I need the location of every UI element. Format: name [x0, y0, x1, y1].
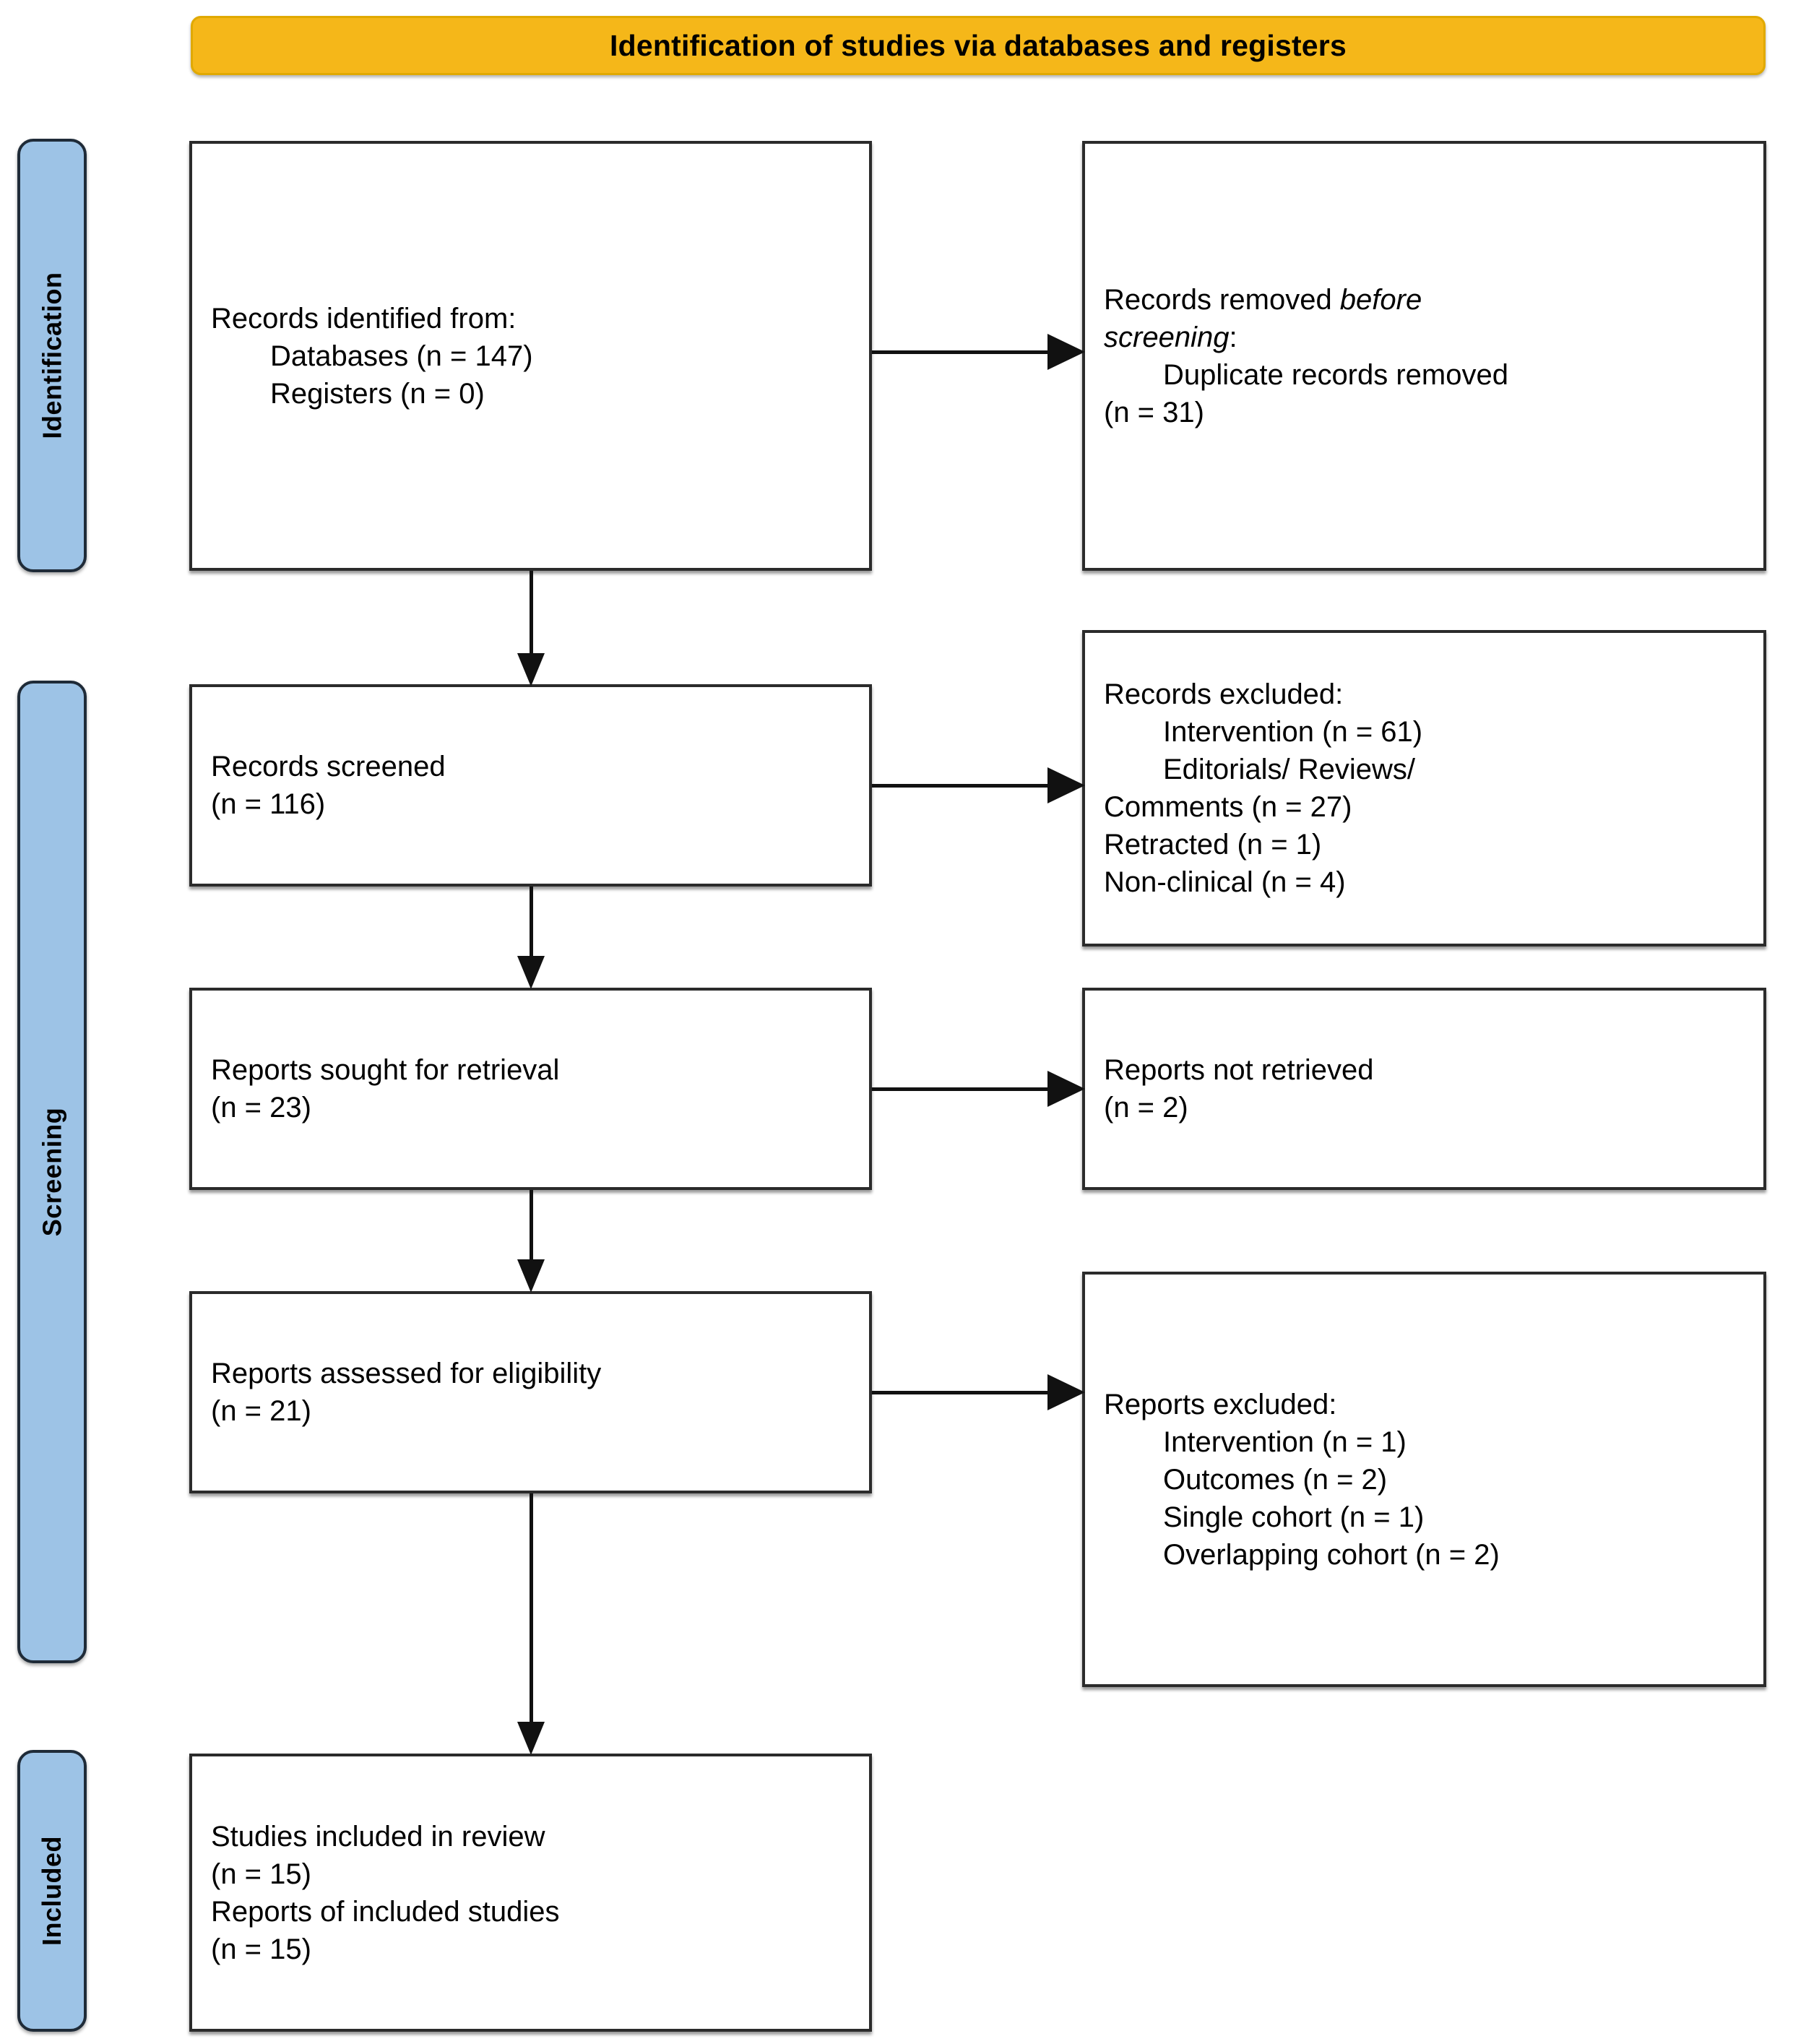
- arrow-head: [517, 653, 545, 686]
- arrow-head: [1047, 1071, 1085, 1107]
- box-line: (n = 15): [211, 1858, 311, 1890]
- box-line: Editorials/ Reviews/: [1163, 754, 1416, 785]
- box-line: Comments (n = 27): [1104, 791, 1352, 823]
- stage-label-included: Included: [37, 1835, 67, 1946]
- box-line: Databases (n = 147): [270, 340, 533, 372]
- arrow-shaft: [872, 1390, 1056, 1394]
- arrow-right-icon: [872, 334, 1085, 370]
- box-line: Duplicate records removed: [1163, 358, 1508, 391]
- arrow-right-icon: [872, 767, 1085, 803]
- box-line: (n = 15): [211, 1933, 311, 1965]
- box-line: (n = 31): [1104, 396, 1204, 428]
- box-line: (n = 116): [211, 788, 326, 820]
- arrow-head: [1047, 1374, 1085, 1410]
- arrow-shaft: [529, 1190, 533, 1259]
- box-line: (n = 23): [211, 1092, 311, 1124]
- box-reports-not-retrieved: Reports not retrieved (n = 2): [1082, 988, 1766, 1190]
- box-line: Reports assessed for eligibility: [211, 1358, 602, 1389]
- box-line: Intervention (n = 61): [1163, 716, 1423, 748]
- box-line: (n = 21): [211, 1395, 311, 1427]
- arrow-shaft: [872, 783, 1056, 788]
- arrow-head: [517, 956, 545, 989]
- stage-bar-identification: Identification: [17, 139, 87, 572]
- box-line: Studies included in review: [211, 1820, 545, 1853]
- arrow-right-icon: [872, 1374, 1085, 1410]
- box-studies-included-in-review: Studies included in review (n = 15) Repo…: [189, 1754, 872, 2032]
- stage-label-screening: Screening: [37, 1107, 66, 1237]
- arrow-head: [517, 1259, 545, 1293]
- stage-bar-screening: Screening: [17, 681, 87, 1663]
- box-line: Reports sought for retrieval: [211, 1054, 560, 1086]
- arrow-shaft: [872, 350, 1056, 354]
- box-line: screening:: [1104, 319, 1745, 356]
- header-banner: Identification of studies via databases …: [191, 16, 1766, 75]
- box-line: Non-clinical (n = 4): [1104, 866, 1346, 898]
- box-line: Registers (n = 0): [270, 377, 485, 410]
- arrow-down-icon: [448, 887, 614, 989]
- box-line: Intervention (n = 1): [1163, 1426, 1407, 1458]
- box-line: Reports not retrieved: [1104, 1054, 1374, 1086]
- arrow-right-icon: [872, 1071, 1085, 1107]
- box-line: Outcomes (n = 2): [1163, 1463, 1388, 1496]
- arrow-shaft: [529, 1493, 533, 1722]
- arrow-shaft: [529, 571, 533, 653]
- box-line: Records excluded:: [1104, 678, 1344, 710]
- arrow-head: [1047, 334, 1085, 370]
- box-reports-assessed-for-eligibility: Reports assessed for eligibility (n = 21…: [189, 1291, 872, 1493]
- box-records-excluded: Records excluded: Intervention (n = 61) …: [1082, 630, 1766, 946]
- arrow-shaft: [529, 887, 533, 956]
- stage-label-identification: Identification: [37, 272, 66, 439]
- box-line: Records identified from:: [211, 302, 517, 335]
- arrow-down-icon: [448, 1493, 614, 1755]
- box-line: Reports of included studies: [211, 1895, 560, 1928]
- stage-bar-included: Included: [17, 1750, 87, 2032]
- box-records-removed-before-screening: Records removed before screening: Duplic…: [1082, 141, 1766, 571]
- box-records-screened: Records screened (n = 116): [189, 684, 872, 887]
- box-line-plain: Records removed: [1104, 283, 1340, 316]
- arrow-head: [1047, 767, 1085, 803]
- box-reports-excluded: Reports excluded: Intervention (n = 1) O…: [1082, 1272, 1766, 1687]
- box-line: (n = 2): [1104, 1092, 1188, 1124]
- box-reports-sought-for-retrieval: Reports sought for retrieval (n = 23): [189, 988, 872, 1190]
- box-line-italic: before: [1339, 283, 1422, 316]
- box-line-plain: :: [1229, 321, 1237, 353]
- box-line: Records screened: [211, 751, 446, 782]
- arrow-shaft: [872, 1087, 1056, 1091]
- box-line: Reports excluded:: [1104, 1388, 1337, 1420]
- arrow-down-icon: [448, 571, 614, 686]
- arrow-head: [517, 1722, 545, 1755]
- box-line: Retracted (n = 1): [1104, 829, 1322, 861]
- box-line: Overlapping cohort (n = 2): [1163, 1538, 1500, 1571]
- box-records-identified: Records identified from: Databases (n = …: [189, 141, 872, 571]
- arrow-down-icon: [448, 1190, 614, 1293]
- header-banner-title: Identification of studies via databases …: [610, 28, 1347, 62]
- box-line: Single cohort (n = 1): [1163, 1501, 1425, 1533]
- box-line: Records removed before: [1104, 281, 1745, 319]
- box-line-italic: screening: [1104, 321, 1230, 353]
